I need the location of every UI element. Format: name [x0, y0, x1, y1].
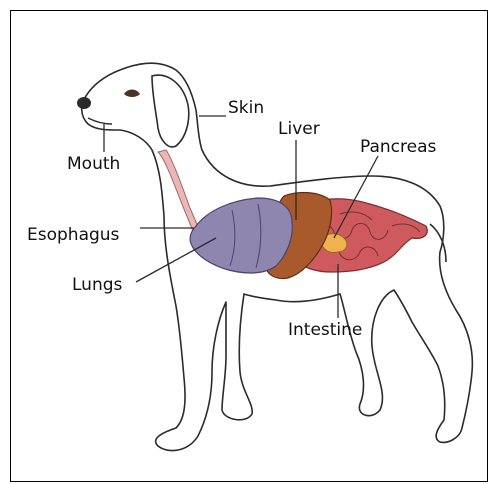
- label-intestine: Intestine: [288, 322, 362, 339]
- label-liver: Liver: [278, 121, 320, 138]
- label-pancreas: Pancreas: [360, 139, 436, 156]
- label-lungs: Lungs: [72, 277, 122, 294]
- label-mouth: Mouth: [67, 156, 120, 173]
- label-skin: Skin: [228, 100, 264, 117]
- label-esophagus: Esophagus: [27, 227, 119, 244]
- nose-icon: [77, 97, 91, 109]
